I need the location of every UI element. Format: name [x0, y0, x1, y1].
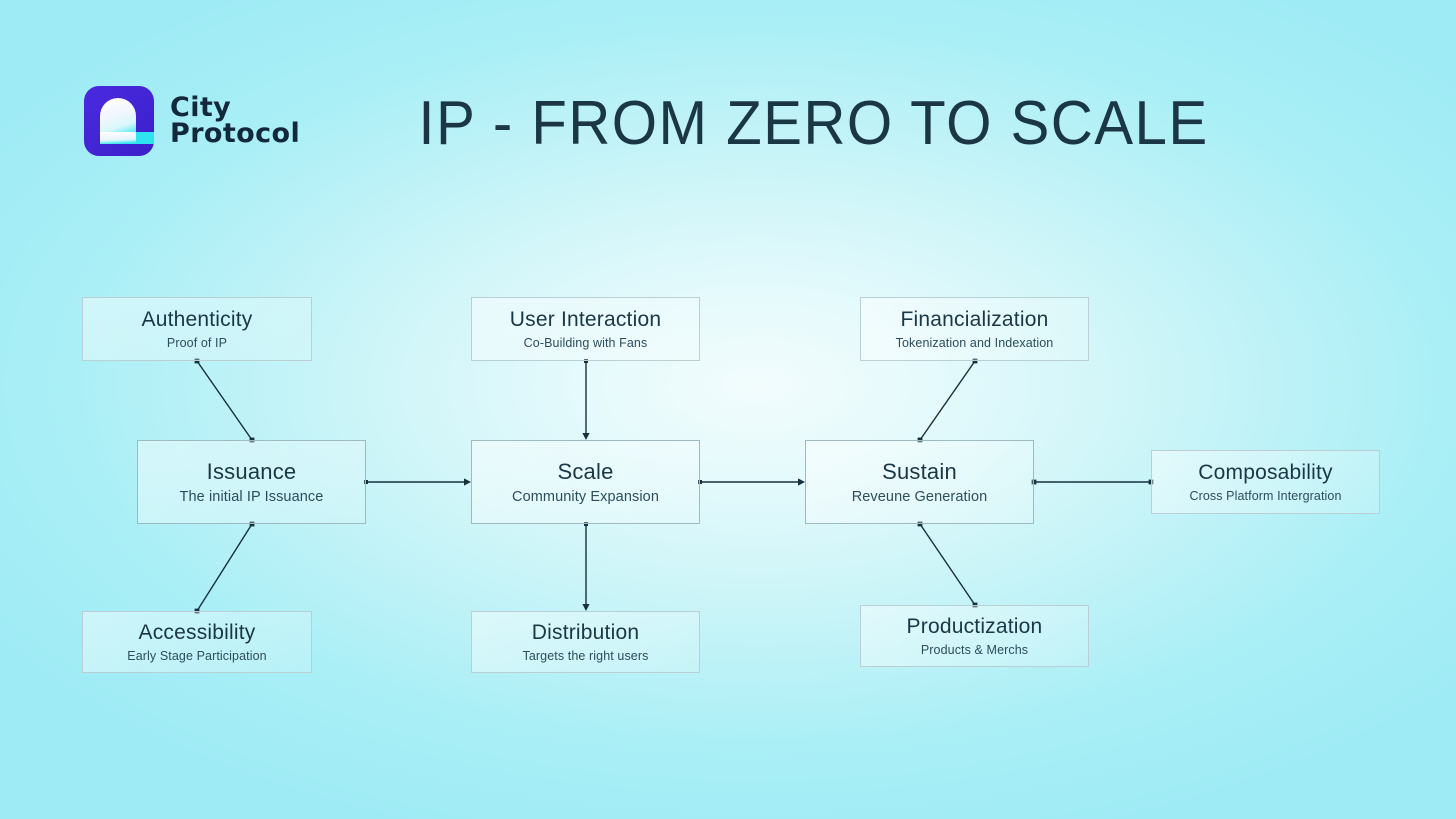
connector-scale-to-distribution [582, 522, 590, 611]
node-title: Accessibility [138, 620, 256, 644]
node-subtitle: Cross Platform Intergration [1189, 489, 1342, 504]
node-subtitle: Targets the right users [522, 649, 649, 664]
connector-user-interaction-to-scale [582, 359, 590, 440]
brand-line-2: Protocol [170, 118, 301, 149]
city-protocol-arch-logo-icon [84, 86, 154, 156]
connector-authenticity-to-issuance [194, 358, 255, 443]
node-title: User Interaction [509, 307, 662, 331]
connector-sustain-to-financialization [917, 358, 978, 443]
page-title: IP - FROM ZERO TO SCALE [418, 89, 1209, 158]
node-title: Financialization [900, 307, 1049, 331]
node-subtitle: Co-Building with Fans [523, 336, 648, 351]
brand-wordmark: City Protocol [170, 91, 301, 149]
node-subtitle: Proof of IP [166, 336, 228, 351]
node-subtitle: Tokenization and Indexation [895, 336, 1054, 351]
node-subtitle: Early Stage Participation [127, 649, 267, 664]
connector-sustain-to-composability [1031, 479, 1154, 485]
brand-line-1: City [170, 91, 232, 123]
node-title: Sustain [882, 458, 957, 484]
node-title: Distribution [531, 620, 640, 644]
node-title: Issuance [206, 458, 297, 484]
node-title: Composability [1198, 460, 1333, 484]
node-subtitle: The initial IP Issuance [179, 489, 324, 506]
node-subtitle: Products & Merchs [920, 643, 1029, 658]
node-title: Productization [906, 614, 1043, 638]
node-subtitle: Reveune Generation [851, 489, 988, 506]
node-title: Scale [557, 458, 614, 484]
connector-scale-to-sustain [698, 478, 805, 486]
connector-issuance-to-accessibility [194, 521, 255, 614]
brand-lockup: City Protocol [82, 84, 300, 158]
connector-sustain-to-productization [917, 521, 978, 608]
node-title: Authenticity [141, 307, 253, 331]
connector-issuance-to-scale [364, 478, 471, 486]
node-subtitle: Community Expansion [512, 489, 659, 506]
